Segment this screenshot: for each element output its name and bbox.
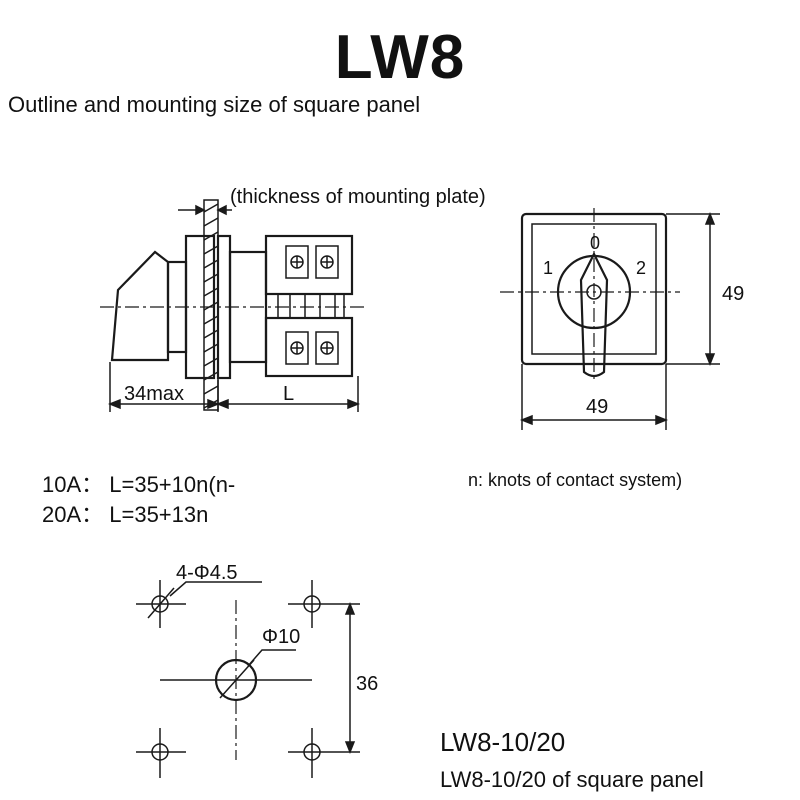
leader-holes [169,581,262,597]
center-hole-label: Φ10 [262,626,301,648]
contact-spacer [277,293,345,319]
position-2-label: 2 [636,258,647,278]
position-0-label: 0 [590,233,601,253]
plate-hatch [203,203,219,409]
model-name: LW8-10/20 [440,727,566,757]
dim-34max: 34max [124,383,185,405]
page-subtitle: Outline and mounting size of square pane… [8,92,421,117]
plate-thickness-label: (thickness of mounting plate) [230,186,486,208]
formula-note: n: knots of contact system) [468,470,683,490]
dim-width-49: 49 [586,396,609,418]
holes-label: 4-Φ4.5 [176,562,238,584]
dim-36: 36 [356,673,379,695]
position-1-label: 1 [543,258,554,278]
formula-20a: 20A： L=35+13n [42,502,209,527]
dim-height-49: 49 [722,283,745,305]
model-caption: LW8-10/20 of square panel [440,767,704,792]
formula-10a: 10A： L=35+10n(n- [42,472,236,497]
page-title: LW8 [334,23,466,92]
dim-L: L [283,383,295,405]
leader-center [247,649,296,667]
